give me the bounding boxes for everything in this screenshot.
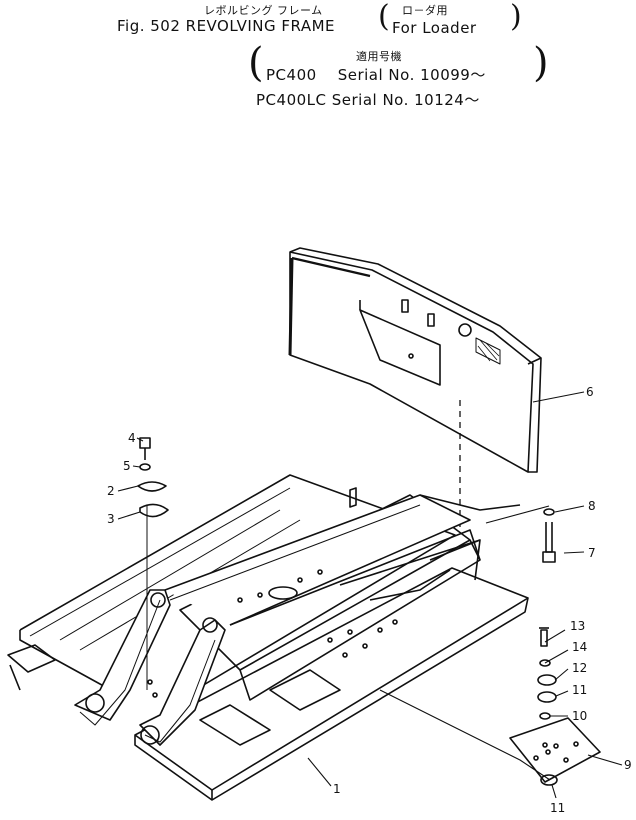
header: レボルビング フレーム Fig. 502 REVOLVING FRAME ( ロ… (117, 0, 549, 110)
applicable-label: 適用号機 (356, 50, 402, 63)
part-label-11: 11 (572, 683, 587, 697)
serial-line-2: PC400LC Serial No. 10124～ (256, 91, 480, 109)
variant-label: For Loader (392, 19, 477, 37)
mount-group (509, 627, 601, 786)
figure-title: Fig. 502 REVOLVING FRAME (117, 17, 335, 35)
part-label-2: 2 (107, 484, 115, 498)
part-label-11-lower: 11 (550, 801, 565, 815)
part-label-3: 3 (107, 512, 115, 526)
part-label-14: 14 (572, 640, 587, 654)
part-label-10: 10 (572, 709, 587, 723)
part-label-4: 4 (128, 431, 136, 445)
serial-line-1: PC400 Serial No. 10099～ (266, 66, 486, 84)
variant-japanese: ロ－ダ用 (402, 4, 448, 17)
revolving-frame (7, 474, 529, 801)
part-label-9: 9 (624, 758, 632, 772)
part-label-8: 8 (588, 499, 596, 513)
part-number-labels: 4 5 2 3 6 8 7 13 14 12 11 10 9 11 1 (107, 385, 632, 815)
part-label-5: 5 (123, 459, 131, 473)
title-japanese: レボルビング フレーム (204, 4, 323, 17)
part-label-12: 12 (572, 661, 587, 675)
part-label-1: 1 (333, 782, 341, 796)
part-label-7: 7 (588, 546, 596, 560)
counterweight (288, 247, 542, 473)
counterweight-bolts (542, 508, 556, 563)
leader-lines (117, 391, 623, 799)
part-label-13: 13 (570, 619, 585, 633)
part-label-6: 6 (586, 385, 594, 399)
